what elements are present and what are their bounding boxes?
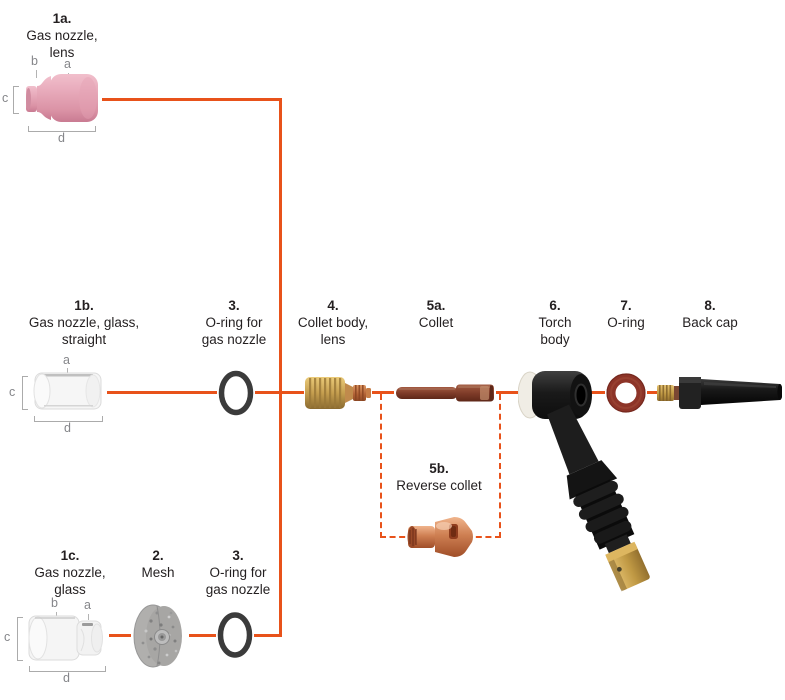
part-name-line: Collet xyxy=(418,315,454,330)
dim-bracket-d xyxy=(28,126,96,132)
dim-label-c: c xyxy=(4,630,11,644)
part-name-line: Gas nozzle, xyxy=(26,28,98,43)
gas-nozzle-glass-straight-image xyxy=(33,372,102,410)
dim-label-c: c xyxy=(9,385,16,399)
connector-line-mid-3 xyxy=(372,391,394,394)
collet-body-lens-image xyxy=(305,377,371,409)
part-name-line: glass xyxy=(54,582,86,597)
part-label-3-bottom: 3. O-ring for gas nozzle xyxy=(183,547,293,598)
dim-label-b: b xyxy=(51,596,58,610)
dim-tick xyxy=(67,368,68,373)
dim-label-a: a xyxy=(64,57,71,71)
part-name-line: Gas nozzle, glass, xyxy=(28,315,140,330)
reverse-collet-image xyxy=(407,517,473,557)
dim-bracket-d xyxy=(34,416,103,422)
connector-line-bot-3 xyxy=(254,634,282,637)
part-number: 3. xyxy=(228,298,240,313)
dim-label-c: c xyxy=(2,91,9,105)
part-label-5b: 5b. Reverse collet xyxy=(383,460,495,494)
part-name-line: O-ring xyxy=(607,315,645,330)
part-name-line: lens xyxy=(49,45,75,60)
connector-line-mid-5 xyxy=(588,391,605,394)
oring-torch-image xyxy=(606,373,646,413)
collet-image xyxy=(396,384,494,402)
part-number: 4. xyxy=(327,298,339,313)
mesh-image xyxy=(133,604,182,668)
dim-label-d: d xyxy=(64,421,71,435)
part-number: 2. xyxy=(152,548,164,563)
dim-bracket-c xyxy=(17,617,23,661)
back-cap-image xyxy=(657,377,782,409)
dim-label-d: d xyxy=(63,671,70,685)
part-name-line: Collet body, xyxy=(297,315,369,330)
part-number: 6. xyxy=(549,298,561,313)
part-label-1b: 1b. Gas nozzle, glass, straight xyxy=(19,297,149,348)
connector-line-bot-1 xyxy=(109,634,131,637)
connector-line-mid-1 xyxy=(107,391,217,394)
dim-tick xyxy=(88,614,89,620)
part-number: 1b. xyxy=(74,298,94,313)
part-number: 8. xyxy=(704,298,716,313)
connector-line-mid-4 xyxy=(496,391,520,394)
gas-nozzle-glass-image xyxy=(28,615,103,661)
dim-label-a: a xyxy=(84,598,91,612)
part-name-line: gas nozzle xyxy=(205,582,271,597)
dim-bracket-c xyxy=(22,376,28,410)
part-label-5a: 5a. Collet xyxy=(381,297,491,331)
dim-label-b: b xyxy=(31,54,38,68)
oring-gas-nozzle-middle-image xyxy=(218,370,254,416)
part-number: 3. xyxy=(232,548,244,563)
part-label-6: 6. Torch body xyxy=(500,297,610,348)
part-label-4: 4. Collet body, lens xyxy=(278,297,388,348)
part-name-line: straight xyxy=(61,332,107,347)
connector-line-bot-2 xyxy=(189,634,216,637)
part-name-line: Torch xyxy=(538,315,572,330)
part-number: 7. xyxy=(620,298,632,313)
part-number: 5b. xyxy=(429,461,449,476)
dim-label-a: a xyxy=(63,353,70,367)
part-label-1c: 1c. Gas nozzle, glass xyxy=(15,547,125,598)
oring-gas-nozzle-bottom-image xyxy=(217,612,253,658)
part-name-line: O-ring for xyxy=(209,565,267,580)
connector-line-top xyxy=(102,98,281,101)
part-name-line: body xyxy=(540,332,570,347)
torch-body-image xyxy=(518,371,650,592)
part-label-1a: 1a. Gas nozzle, lens xyxy=(7,10,117,61)
dim-tick xyxy=(36,70,37,78)
part-name-line: Reverse collet xyxy=(396,478,482,493)
part-label-7: 7. O-ring xyxy=(571,297,681,331)
part-name-line: O-ring for xyxy=(205,315,263,330)
dim-label-d: d xyxy=(58,131,65,145)
part-number: 1c. xyxy=(60,548,80,563)
part-label-8: 8. Back cap xyxy=(655,297,765,331)
gas-nozzle-lens-image xyxy=(26,74,98,122)
part-name-line: lens xyxy=(320,332,346,347)
part-number: 1a. xyxy=(52,11,72,26)
part-label-3-middle: 3. O-ring for gas nozzle xyxy=(179,297,289,348)
part-number: 5a. xyxy=(426,298,446,313)
part-name-line: Gas nozzle, xyxy=(34,565,106,580)
dim-bracket-d xyxy=(29,666,106,672)
connector-line-mid-6 xyxy=(647,391,657,394)
part-name-line: gas nozzle xyxy=(201,332,267,347)
connector-line-mid-2 xyxy=(255,391,304,394)
connector-line-vertical xyxy=(279,98,282,637)
part-name-line: Mesh xyxy=(141,565,175,580)
part-name-line: Back cap xyxy=(682,315,738,330)
dim-bracket-c xyxy=(13,86,19,114)
part-label-2: 2. Mesh xyxy=(103,547,213,581)
